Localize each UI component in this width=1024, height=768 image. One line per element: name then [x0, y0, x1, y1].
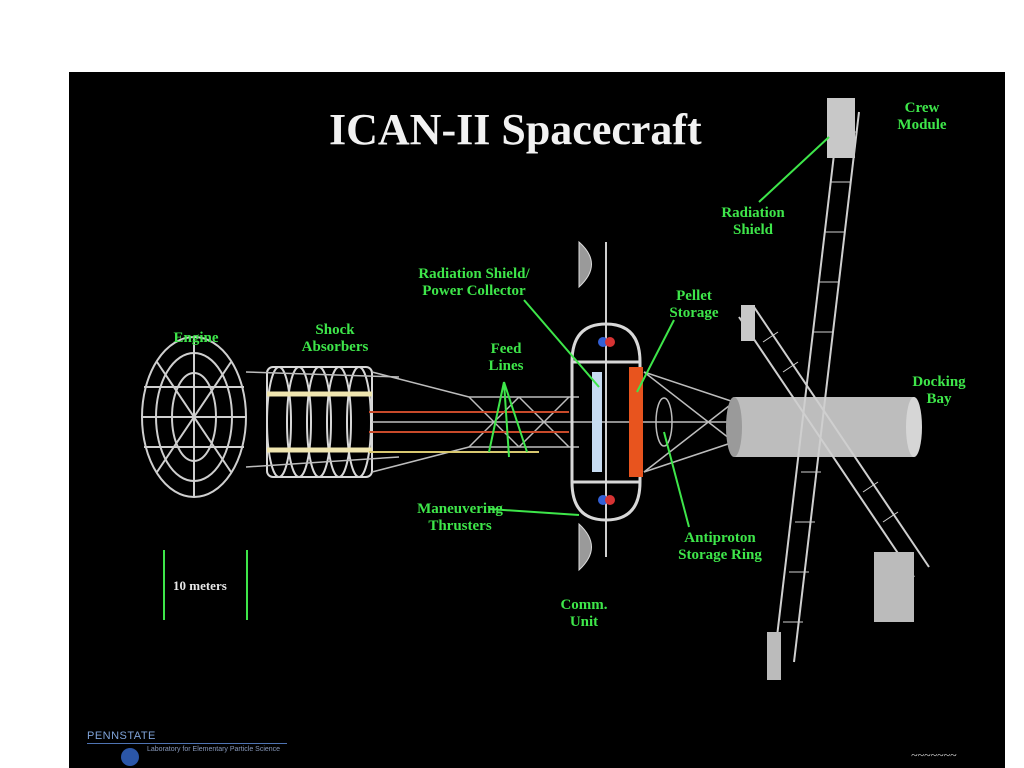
- spacecraft-illustration: [141, 98, 930, 680]
- page-title: ICAN-II Spacecraft: [329, 105, 702, 154]
- lower-right-module: [874, 552, 914, 622]
- boom-lattices: [738, 111, 930, 663]
- power-collector-plate: [592, 372, 602, 472]
- thruster-pods: [598, 337, 615, 505]
- engine-cage: [141, 336, 247, 498]
- footer-logo: PENNSTATE Laboratory for Elementary Part…: [87, 730, 287, 766]
- logo-seal-icon: [121, 748, 139, 766]
- shield-ring: [570, 322, 642, 522]
- scale-bar-label: 10 meters: [173, 578, 227, 593]
- label-radiation-shield-power-collector: Radiation Shield/Power Collector: [418, 266, 530, 299]
- boom-rungs: [762, 131, 899, 623]
- logo-name: PENNSTATE: [87, 730, 287, 744]
- scale-bar: [163, 550, 248, 620]
- upper-left-module: [741, 305, 755, 341]
- label-engine: Engine: [173, 330, 219, 346]
- artist-signature: ~~~~~~~: [911, 748, 957, 762]
- shock-absorbers: [266, 366, 373, 478]
- label-comm-unit: Comm.Unit: [560, 597, 608, 630]
- pellet-storage-block: [629, 367, 643, 477]
- comm-dish-top: [578, 240, 592, 289]
- leader-lines: [488, 136, 830, 528]
- logo-subtitle: Laboratory for Elementary Particle Scien…: [147, 746, 281, 753]
- comm-dish-bottom: [578, 522, 592, 572]
- aft-truss: [643, 371, 735, 473]
- lower-left-module: [767, 632, 781, 680]
- central-truss: [245, 371, 729, 473]
- crew-module-block: [827, 98, 855, 158]
- feed-line-pipes: [369, 411, 569, 453]
